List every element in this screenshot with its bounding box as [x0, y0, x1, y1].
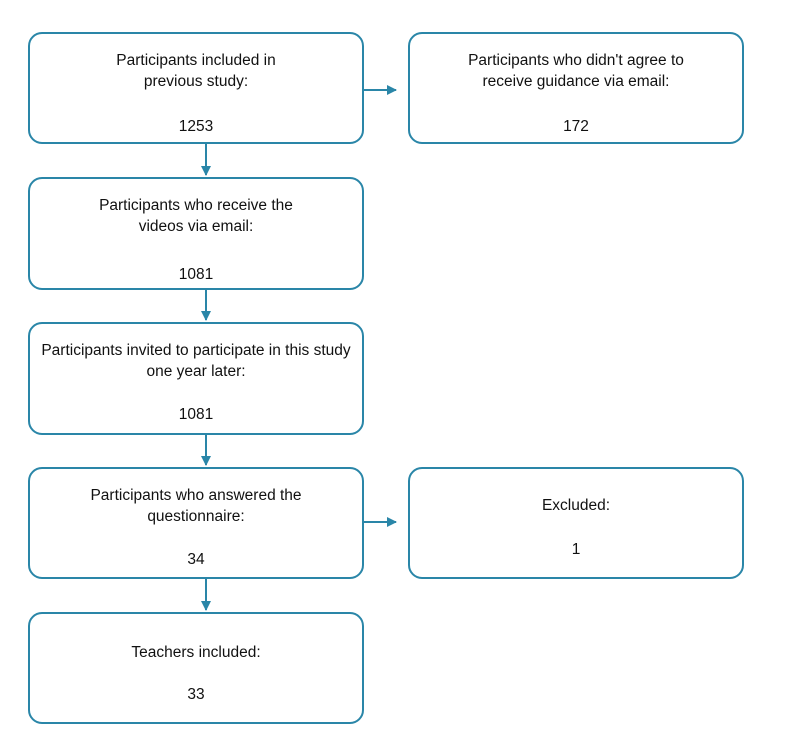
box-teachers-included: Teachers included: 33: [28, 612, 364, 724]
box-count: 33: [187, 686, 205, 703]
box-label: Excluded:: [541, 497, 611, 514]
box-label: Participants included in previous study:: [116, 52, 276, 90]
box-invited-one-year: Participants invited to participate in t…: [28, 322, 364, 435]
box-not-agree-email: Participants who didn't agree to receive…: [408, 32, 744, 144]
box-count: 1081: [178, 266, 214, 283]
box-excluded: Excluded: 1: [408, 467, 744, 579]
box-count: 1253: [178, 118, 214, 135]
box-included-previous-study: Participants included in previous study:…: [28, 32, 364, 144]
box-count: 1081: [178, 406, 214, 423]
box-label: Participants who receive the videos via …: [99, 197, 293, 235]
box-count: 172: [563, 118, 589, 135]
box-label: Participants who answered the questionna…: [90, 487, 302, 525]
box-answered-questionnaire: Participants who answered the questionna…: [28, 467, 364, 579]
box-label: Participants who didn't agree to receive…: [468, 52, 684, 90]
box-label: Participants invited to participate in t…: [41, 342, 351, 380]
box-count: 34: [187, 551, 205, 568]
box-received-videos: Participants who receive the videos via …: [28, 177, 364, 290]
box-label: Teachers included:: [131, 644, 261, 661]
box-count: 1: [571, 541, 581, 558]
